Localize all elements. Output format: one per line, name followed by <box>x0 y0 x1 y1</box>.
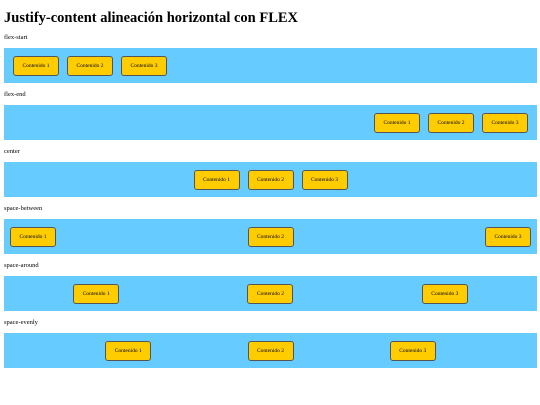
content-box: Contenido 3 <box>482 112 528 133</box>
content-box: Contenido 2 <box>247 169 294 190</box>
section-label: space-between <box>4 205 43 212</box>
content-box: Contenido 1 <box>374 112 420 133</box>
content-box: Contenido 3 <box>389 340 436 361</box>
content-box: Contenido 2 <box>67 55 113 76</box>
flex-container: Contenido 1 Contenido 2 Contenido 3 <box>4 219 537 254</box>
section-label: center <box>4 148 20 155</box>
section-center: center Contenido 1 Contenido 2 Contenido… <box>4 148 537 197</box>
page-title: Justify-content alineación horizontal co… <box>4 10 299 26</box>
content-box: Contenido 2 <box>247 226 294 247</box>
section-flex-start: flex-start Contenido 1 Contenido 2 Conte… <box>4 34 537 83</box>
flex-container: Contenido 1 Contenido 2 Contenido 3 <box>4 48 537 83</box>
section-label: flex-start <box>4 34 28 41</box>
content-box: Contenido 1 <box>73 283 120 304</box>
content-box: Contenido 1 <box>10 226 56 247</box>
section-label: flex-end <box>4 91 26 98</box>
content-box: Contenido 2 <box>428 112 474 133</box>
content-box: Contenido 3 <box>485 226 531 247</box>
section-label: space-evenly <box>4 319 38 326</box>
content-box: Contenido 1 <box>193 169 240 190</box>
content-box: Contenido 3 <box>421 283 468 304</box>
content-box: Contenido 3 <box>121 55 167 76</box>
flex-container: Contenido 1 Contenido 2 Contenido 3 <box>4 276 537 311</box>
content-box: Contenido 2 <box>247 340 294 361</box>
content-box: Contenido 2 <box>247 283 294 304</box>
flex-container: Contenido 1 Contenido 2 Contenido 3 <box>4 162 537 197</box>
section-label: space-around <box>4 262 39 269</box>
content-box: Contenido 3 <box>301 169 348 190</box>
flex-container: Contenido 1 Contenido 2 Contenido 3 <box>4 333 537 368</box>
section-space-evenly: space-evenly Contenido 1 Contenido 2 Con… <box>4 319 537 368</box>
section-space-between: space-between Contenido 1 Contenido 2 Co… <box>4 205 537 254</box>
content-box: Contenido 1 <box>105 340 152 361</box>
section-space-around: space-around Contenido 1 Contenido 2 Con… <box>4 262 537 311</box>
content-box: Contenido 1 <box>13 55 59 76</box>
flex-container: Contenido 1 Contenido 2 Contenido 3 <box>4 105 537 140</box>
section-flex-end: flex-end Contenido 1 Contenido 2 Conteni… <box>4 91 537 140</box>
page: Justify-content alineación horizontal co… <box>4 10 537 368</box>
